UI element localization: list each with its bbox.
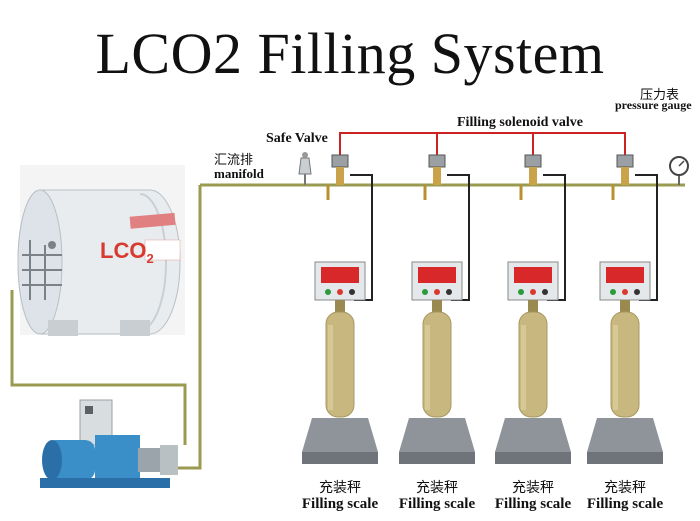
cylinder-valve: [432, 300, 442, 312]
scale-platform-top: [587, 418, 663, 452]
controller-button-icon: [634, 289, 640, 295]
controller-button-icon: [349, 289, 355, 295]
cylinder-valve: [335, 300, 345, 312]
controller-button-icon: [622, 289, 628, 295]
scale-label-cn: 充装秤: [604, 481, 646, 496]
controller-button-icon: [422, 289, 428, 295]
manifold-to-pump-pipe: [175, 185, 202, 470]
solenoid-signal-line: [339, 132, 626, 155]
solenoid-valve-icon: [616, 154, 634, 168]
cylinder-highlight: [328, 325, 333, 410]
valve-body-icon: [433, 167, 441, 185]
controller-button-icon: [325, 289, 331, 295]
solenoid-valve-icon: [331, 154, 349, 168]
pressure-gauge-icon: [669, 156, 689, 185]
controller-display: [514, 267, 552, 283]
filling-station-4: [587, 154, 663, 464]
scale-label-cn: 充装秤: [512, 481, 554, 496]
safe-valve-label: Safe Valve: [266, 131, 328, 146]
filling-stations: [302, 154, 663, 464]
controller-button-icon: [446, 289, 452, 295]
valve-body-icon: [621, 167, 629, 185]
solenoid-valve-label: Filling solenoid valve: [457, 115, 584, 130]
pressure-gauge-label-cn: 压力表: [640, 87, 680, 102]
cylinder-highlight: [425, 325, 430, 410]
scale-platform-base: [495, 452, 571, 464]
scale-platform-top: [495, 418, 571, 452]
page-title: LCO2 Filling System: [95, 21, 605, 86]
scale-platform-top: [302, 418, 378, 452]
controller-button-icon: [542, 289, 548, 295]
solenoid-valve-icon: [428, 154, 446, 168]
safe-valve-icon: [298, 152, 312, 185]
pressure-gauge-label-en: pressure gauge: [615, 98, 692, 112]
filling-station-3: [495, 154, 571, 464]
cylinder-valve: [528, 300, 538, 312]
valve-body-icon: [529, 167, 537, 185]
controller-button-icon: [518, 289, 524, 295]
manifold-label-en: manifold: [214, 166, 264, 181]
filling-station-2: [399, 154, 475, 464]
scale-label-cn: 充装秤: [416, 481, 458, 496]
tank-to-pump-pipe: [10, 290, 187, 445]
controller-display: [606, 267, 644, 283]
scale-label-en: Filling scale: [301, 496, 379, 512]
cylinder-highlight: [521, 325, 526, 410]
controller-display: [321, 267, 359, 283]
scale-label-en: Filling scale: [494, 496, 572, 512]
manifold-label-cn: 汇流排: [214, 152, 254, 167]
controller-button-icon: [610, 289, 616, 295]
lco2-storage-tank: [17, 165, 185, 336]
tank-brand-text: LCO2: [100, 238, 154, 266]
controller-display: [418, 267, 456, 283]
filling-station-1: [302, 154, 378, 464]
cylinder-highlight: [613, 325, 618, 410]
controller-button-icon: [434, 289, 440, 295]
valve-body-icon: [336, 167, 344, 185]
scale-platform-base: [587, 452, 663, 464]
scale-platform-base: [302, 452, 378, 464]
scale-label-en: Filling scale: [398, 496, 476, 512]
cryogenic-pump: [40, 399, 178, 488]
controller-button-icon: [337, 289, 343, 295]
solenoid-valve-icon: [524, 154, 542, 168]
scale-label-en: Filling scale: [586, 496, 664, 512]
scale-platform-top: [399, 418, 475, 452]
cylinder-valve: [620, 300, 630, 312]
controller-button-icon: [530, 289, 536, 295]
scale-platform-base: [399, 452, 475, 464]
scale-label-cn: 充装秤: [319, 481, 361, 496]
